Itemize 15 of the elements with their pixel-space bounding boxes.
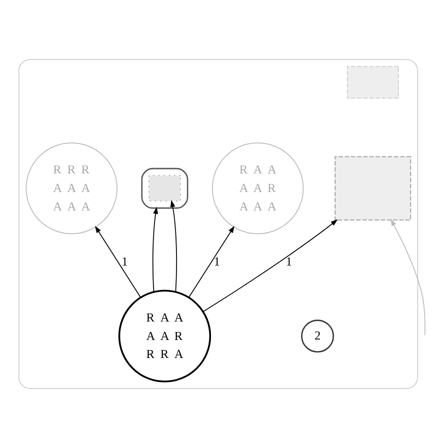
arrow bbox=[188, 225, 234, 298]
node-circle: R A A A A R R R A bbox=[118, 289, 212, 382]
node-box bbox=[148, 174, 181, 201]
arrow bbox=[390, 218, 426, 336]
edge-label: 1 bbox=[286, 254, 292, 268]
node-circle: 2 bbox=[301, 319, 334, 352]
cluster bbox=[18, 58, 418, 388]
node-box bbox=[346, 66, 399, 98]
edge-label: 1 bbox=[214, 254, 220, 268]
arrow bbox=[94, 225, 142, 298]
edge-label: 1 bbox=[122, 254, 128, 268]
arrow bbox=[152, 206, 158, 292]
arrow bbox=[170, 200, 178, 292]
node-box bbox=[334, 156, 412, 220]
arrow bbox=[202, 218, 338, 312]
